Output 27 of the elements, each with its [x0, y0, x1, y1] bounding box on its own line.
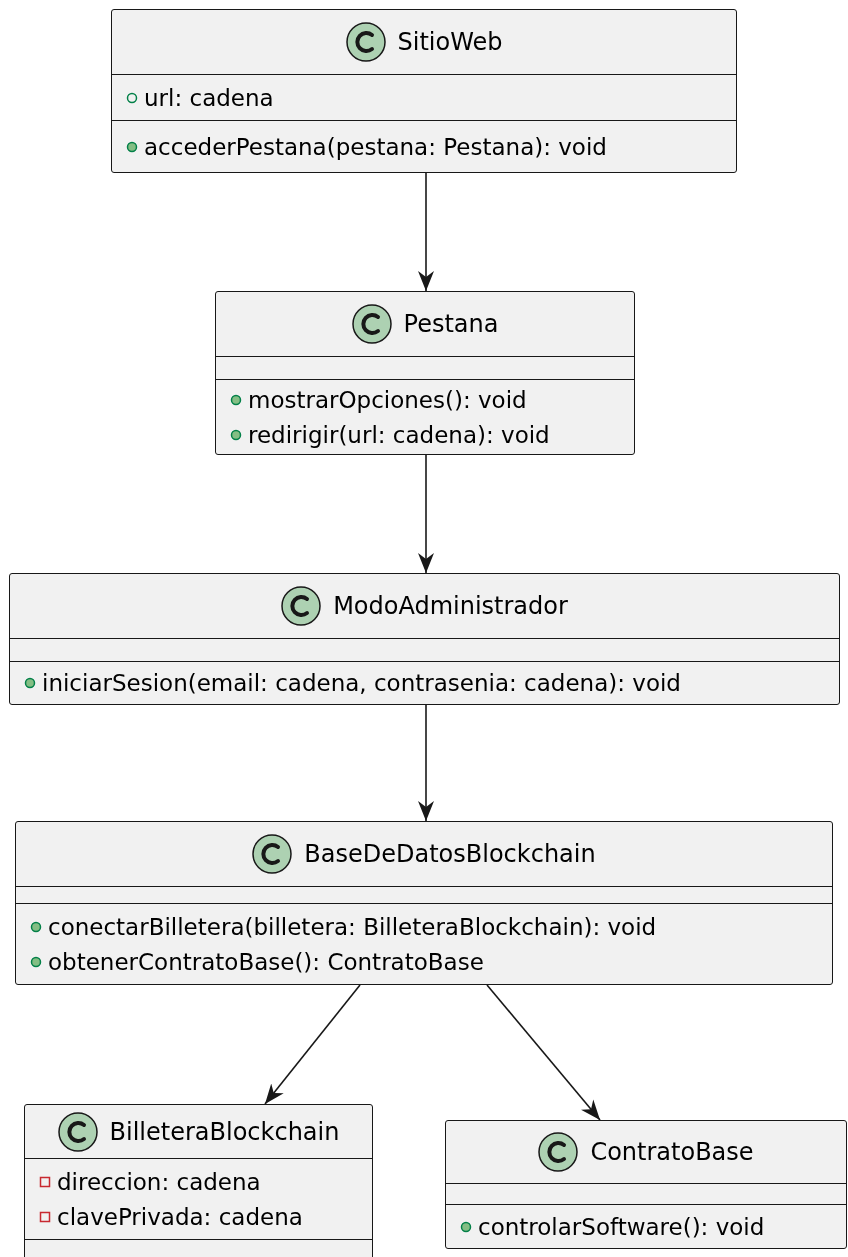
- class-box: [24, 1104, 373, 1257]
- method-text: mostrarOpciones(): void: [248, 386, 527, 413]
- attribute-text: direccion: cadena: [57, 1168, 261, 1195]
- class-name: BaseDeDatosBlockchain: [304, 840, 596, 868]
- class-name: ModoAdministrador: [333, 592, 568, 620]
- class-name: BilleteraBlockchain: [109, 1117, 340, 1146]
- class-name: ContratoBase: [590, 1138, 754, 1166]
- method-text: conectarBilletera(billetera: BilleteraBlockchain): void: [48, 913, 657, 940]
- method-text: redirigir(url: cadena): void: [248, 421, 550, 448]
- arrow: [418, 454, 434, 574]
- method-text: obtenerContratoBase(): ContratoBase: [48, 948, 484, 975]
- method-text: controlarSoftware(): void: [478, 1213, 765, 1240]
- method-text: iniciarSesion(email: cadena, contrasenia: cadena): void: [42, 670, 681, 696]
- class-name: SitioWeb: [397, 28, 503, 56]
- arrow: [418, 704, 434, 822]
- class-name: Pestana: [403, 310, 499, 338]
- arrow: [264, 984, 361, 1105]
- class-box: [445, 1120, 847, 1249]
- class-box: [215, 291, 635, 455]
- class-box: [9, 573, 840, 705]
- attribute-text: clavePrivada: cadena: [57, 1203, 303, 1230]
- attribute-text: url: cadena: [144, 84, 274, 111]
- class-box: [111, 9, 737, 173]
- class-box: [15, 821, 833, 985]
- arrow: [486, 984, 601, 1121]
- arrow: [418, 172, 434, 292]
- method-text: accederPestana(pestana: Pestana): void: [144, 133, 607, 160]
